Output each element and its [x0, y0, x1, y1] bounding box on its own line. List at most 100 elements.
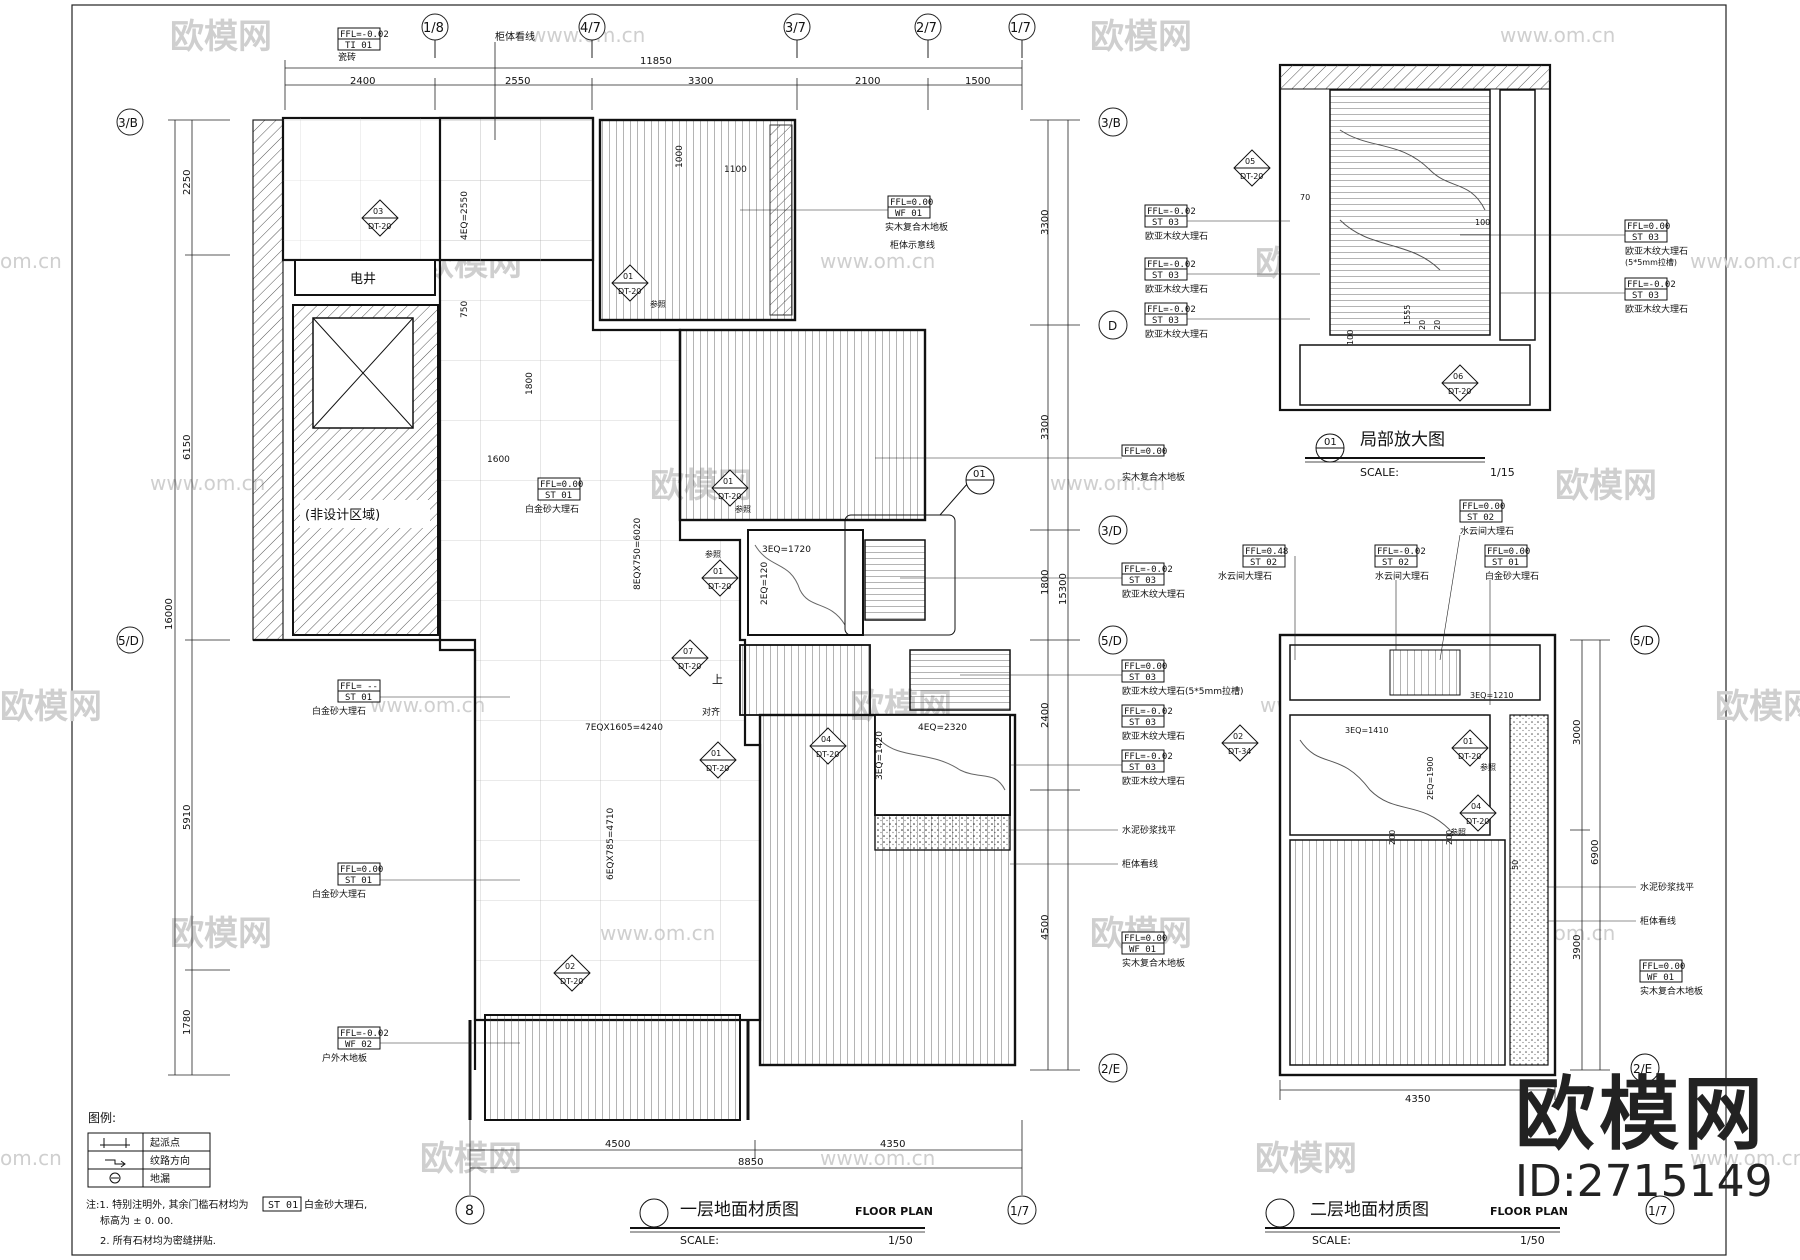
watermark-brand: 欧模网: [1090, 17, 1192, 57]
start-point-icon: [100, 1138, 130, 1148]
floor2-plan: 4350 3000 3900 6900 5/D 2/E 1/7 FFL=0.48…: [1218, 499, 1703, 1247]
material-tag: FFL=-0.02 ST 03 欧亚木纹大理石: [1121, 704, 1185, 742]
material-tag: FFL=0.00 实木复合木地板: [875, 444, 1185, 483]
tag-code: WF 02: [345, 1040, 372, 1050]
tag-code: ST 03: [1129, 718, 1156, 728]
tag-ffl: FFL=0.00: [1124, 662, 1167, 672]
dim-right-4: 2400: [1040, 703, 1051, 728]
tag-code: ST 03: [1129, 576, 1156, 586]
floor2-inner-dims: 3EQ=1410 3EQ=1210 2EQ=1900 200 200 50: [1345, 691, 1520, 870]
dim-right-3: 1800: [1040, 570, 1051, 595]
inner-dim: 750: [460, 301, 470, 318]
tag-ffl: FFL=-0.02: [1147, 305, 1196, 315]
ref-note: 参照: [735, 504, 751, 514]
floor1-axis-top: 1/8 4/7 3/7 2/7 1/7: [421, 13, 1036, 58]
material-tag: FFL=-0.02 ST 03 欧亚木纹大理石: [900, 562, 1185, 600]
axis-left-1: 3/B: [118, 116, 138, 130]
inner-dim: 4EQ=2320: [918, 723, 967, 733]
dim-right-2: 3300: [1040, 415, 1051, 440]
tag-name: 水云间大理石: [1460, 525, 1514, 537]
tag-code: ST 03: [1152, 316, 1179, 326]
floor2-dim-right: 3000: [1572, 720, 1583, 745]
ref-num: 06: [1453, 372, 1463, 381]
tag-name: 欧亚木纹大理石: [1625, 245, 1688, 257]
ref-sheet: DT-20: [1240, 172, 1263, 181]
watermark-site: om.cn: [0, 1146, 62, 1170]
tag-name: 实木复合木地板: [1640, 985, 1703, 997]
note-line-1: 注:1. 特别注明外, 其余门槛石材均为: [86, 1198, 248, 1211]
ref-num: 04: [821, 735, 831, 744]
ref-num: 01: [713, 567, 723, 576]
dim-top-5: 1500: [965, 76, 990, 87]
detail-tags-left: FFL=-0.02 ST 03 欧亚木纹大理石 FFL=-0.02 ST 03 …: [1144, 204, 1320, 340]
detail-tags-right: FFL=0.00 ST 03 欧亚木纹大理石 (5*5mm拉槽) FFL=-0.…: [1460, 219, 1688, 315]
material-tag: FFL=-0.02 ST 02 水云间大理石: [1374, 544, 1429, 650]
ref-sheet: DT-20: [816, 750, 839, 759]
tag-code: WF 01: [1129, 945, 1156, 955]
detail-num: 01: [1324, 437, 1337, 448]
tag-ffl: FFL=0.00: [1627, 222, 1670, 232]
dim-top-1: 2400: [350, 76, 375, 87]
tag-ffl: FFL=0.00: [1124, 934, 1167, 944]
floor2-dim-bottom: 4350: [1405, 1094, 1430, 1105]
ref-sheet: DT-20: [1466, 817, 1489, 826]
sheet-border: [71, 4, 1727, 1256]
floor2-title-cn: 二层地面材质图: [1310, 1200, 1429, 1220]
axis-top-3: 3/7: [785, 21, 806, 36]
detail-refs: 05 DT-20 06 DT-20: [1233, 149, 1479, 402]
ref-num: 07: [683, 647, 693, 656]
axis-top-2: 4/7: [580, 21, 601, 36]
tag-name: 欧亚木纹大理石: [1145, 230, 1208, 242]
tag-code: ST 03: [1632, 291, 1659, 301]
inner-dim: 1600: [487, 455, 510, 465]
floor1-top-dim-texts: 11850 2400 2550 3300 2100 1500: [350, 56, 990, 87]
material-tag: FFL=0.00 ST 01 白金砂大理石: [312, 862, 520, 900]
ref-num: 01: [623, 272, 633, 281]
tag-code: TI 01: [345, 41, 372, 51]
floor1-title-en: FLOOR PLAN: [855, 1205, 933, 1218]
ref-symbol: 01 DT-20 参照: [701, 549, 739, 597]
watermark-brand: 欧模网: [170, 914, 272, 954]
floor1-plan: 11850 2400 2550 3300 2100 1500 1/8 4/7 3…: [116, 13, 1244, 1247]
tag-ffl: FFL=-0.02: [1147, 207, 1196, 217]
material-tag: FFL=0.00 WF 01 实木复合木地板: [1121, 931, 1185, 969]
material-tag: FFL=0.00 ST 03 欧亚木纹大理石 (5*5mm拉槽): [1460, 219, 1688, 267]
dim-top-2: 2550: [505, 76, 530, 87]
tag-code: WF 01: [895, 209, 922, 219]
ref-sheet: DT-20: [560, 977, 583, 986]
tag-name: 欧亚木纹大理石(5*5mm拉槽): [1122, 685, 1244, 697]
tag-name: 白金砂大理石: [312, 888, 366, 900]
ref-symbol: 01 DT-20 参照: [1451, 729, 1496, 772]
ref-num: 04: [1471, 802, 1481, 811]
dim-top-3: 3300: [688, 76, 713, 87]
tag-name: 水云间大理石: [1218, 570, 1272, 582]
floor2-scale-value: 1/50: [1520, 1234, 1545, 1247]
ref-note: 参照: [705, 549, 721, 559]
material-tag: FFL=0.00 ST 03 欧亚木纹大理石(5*5mm拉槽): [960, 659, 1244, 697]
floor2-tags-top: FFL=0.48 ST 02 水云间大理石 FFL=-0.02 ST 02 水云…: [1218, 499, 1539, 705]
inner-dim: 1100: [724, 165, 747, 175]
tag-ffl: FFL=-0.02: [1124, 565, 1173, 575]
material-tag: FFL=0.00 WF 01 实木复合木地板: [740, 195, 948, 233]
top-note: 柜体看线: [495, 30, 535, 43]
floor2-axis: 5/D 2/E 1/7: [1630, 625, 1675, 1225]
tag-name: 瓷砖: [338, 51, 356, 63]
watermark-site: www.om.cn: [1690, 249, 1800, 273]
dim-left-3: 5910: [182, 805, 193, 830]
watermark-site: om.cn: [0, 249, 62, 273]
tag-name: 白金砂大理石: [1485, 570, 1539, 582]
ref-sheet: DT-20: [706, 764, 729, 773]
watermark-site: www.om.cn: [1690, 1146, 1800, 1170]
dim-top-total: 11850: [640, 56, 672, 67]
floor2-axis-1: 5/D: [1633, 634, 1654, 648]
floor2-refs: 02 DT-34 01 DT-20 参照 04 DT-20 参照: [1221, 724, 1497, 837]
axis-left-2: 5/D: [118, 634, 139, 648]
watermark-site: www.om.cn: [1500, 23, 1615, 47]
tag-ffl: FFL=-0.02: [340, 30, 389, 40]
detail-scale-value: 1/15: [1490, 466, 1515, 479]
dim-right-total: 15300: [1058, 573, 1069, 605]
floor1-title-cn: 一层地面材质图: [680, 1200, 799, 1220]
tag-ffl: FFL=-0.02: [1124, 752, 1173, 762]
axis-right-4: 5/D: [1101, 634, 1122, 648]
